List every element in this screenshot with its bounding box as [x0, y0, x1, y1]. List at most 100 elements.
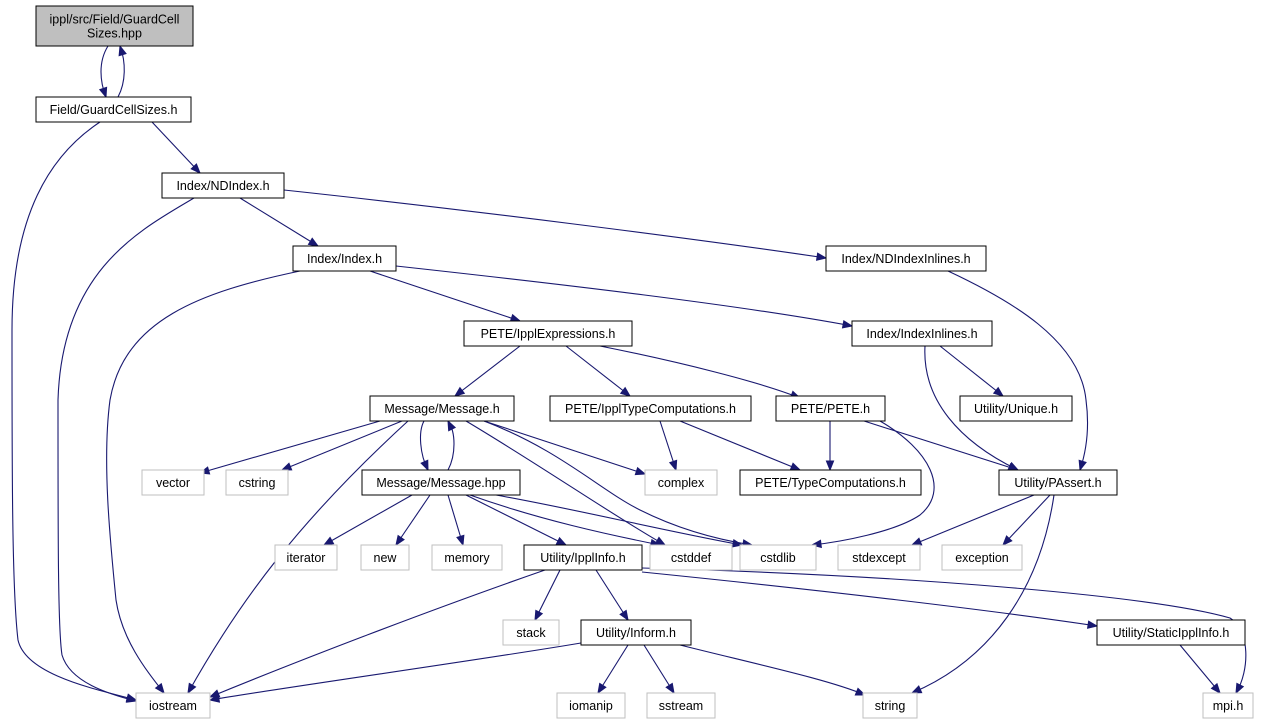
node-cstdlib: cstdlib	[739, 544, 817, 571]
edge-passert-to-exception	[1002, 494, 1051, 546]
node-label: iterator	[287, 551, 326, 565]
node-label: new	[374, 551, 398, 565]
node-label: complex	[658, 476, 705, 490]
node-label: memory	[444, 551, 490, 565]
edge-passert-to-string	[910, 494, 1055, 694]
edge-ipplinfo-to-mpi	[641, 567, 1247, 695]
edge-ndindex-to-iostream	[57, 197, 195, 703]
edge-msg_h-to-complex	[483, 420, 647, 476]
edge-idxinl-to-unique	[939, 345, 1005, 397]
edge-ndindex-to-ndinl	[283, 189, 828, 261]
node-vector: vector	[141, 469, 205, 496]
node-index[interactable]: Index/Index.h	[292, 245, 397, 272]
node-stdexcept: stdexcept	[837, 544, 921, 571]
node-label: cstring	[239, 476, 276, 490]
edge-index-to-iostream	[106, 270, 301, 695]
edge-msg_hpp-to-cstdlib	[495, 494, 744, 548]
node-cstddef: cstddef	[649, 544, 733, 571]
node-exception: exception	[941, 544, 1023, 571]
edge-passert-to-stdexcept	[910, 494, 1035, 546]
node-label: PETE/IpplExpressions.h	[481, 327, 616, 341]
edge-root-to-gcs_h	[98, 45, 109, 99]
edge-gcs_h-to-iostream	[11, 121, 138, 702]
node-pete[interactable]: PETE/PETE.h	[775, 395, 886, 422]
node-label: PETE/IpplTypeComputations.h	[565, 402, 736, 416]
edge-static-to-mpi	[1179, 644, 1221, 695]
node-root: ippl/src/Field/GuardCellSizes.hpp	[35, 5, 194, 47]
edge-msg_hpp-to-memory	[447, 494, 465, 547]
edge-index-to-idxinl	[395, 265, 854, 329]
edge-exprs-to-msg_h	[453, 345, 521, 397]
node-label: stdexcept	[852, 551, 906, 565]
node-inform[interactable]: Utility/Inform.h	[580, 619, 692, 646]
edge-ipplinfo-to-stack	[534, 569, 561, 622]
node-ipplinfo[interactable]: Utility/IpplInfo.h	[523, 544, 643, 571]
edge-ndindex-to-index	[239, 197, 320, 247]
node-label: ippl/src/Field/GuardCell	[50, 13, 180, 27]
node-label: Sizes.hpp	[87, 27, 142, 41]
edge-ndinl-to-passert	[947, 270, 1089, 472]
node-label: Index/NDIndex.h	[176, 179, 269, 193]
edge-ipplinfo-to-inform	[595, 569, 629, 622]
node-gcs_h[interactable]: Field/GuardCellSizes.h	[35, 96, 192, 123]
graph-edges	[11, 44, 1247, 703]
node-label: Message/Message.h	[384, 402, 499, 416]
edge-msg_h-to-cstring	[280, 420, 403, 471]
node-exprs[interactable]: PETE/IpplExpressions.h	[463, 320, 633, 347]
edge-msg_hpp-to-iterator	[322, 494, 413, 546]
node-complex: complex	[644, 469, 718, 496]
node-label: stack	[516, 626, 546, 640]
node-label: Utility/PAssert.h	[1014, 476, 1101, 490]
edge-exprs-to-pete	[599, 345, 802, 399]
node-idxinl[interactable]: Index/IndexInlines.h	[851, 320, 993, 347]
node-label: string	[875, 699, 906, 713]
edge-pete-to-cstdlib	[810, 420, 935, 549]
edge-msg_hpp-to-new	[395, 494, 431, 547]
node-label: cstddef	[671, 551, 712, 565]
node-label: cstdlib	[760, 551, 795, 565]
edge-gcs_h-to-root	[117, 44, 127, 98]
node-label: PETE/PETE.h	[791, 402, 870, 416]
graph-nodes: ippl/src/Field/GuardCellSizes.hppField/G…	[35, 5, 1254, 719]
node-label: exception	[955, 551, 1009, 565]
node-iostream: iostream	[135, 692, 211, 719]
edge-index-to-exprs	[369, 270, 522, 323]
edge-msg_hpp-to-cstddef	[469, 494, 662, 548]
edge-pete-to-passert	[863, 420, 1020, 472]
node-msg_hpp[interactable]: Message/Message.hpp	[361, 469, 521, 496]
node-iterator: iterator	[274, 544, 338, 571]
node-label: Index/NDIndexInlines.h	[841, 252, 970, 266]
node-new: new	[360, 544, 410, 571]
node-ndinl[interactable]: Index/NDIndexInlines.h	[825, 245, 987, 272]
node-label: Utility/StaticIpplInfo.h	[1113, 626, 1230, 640]
node-passert[interactable]: Utility/PAssert.h	[998, 469, 1118, 496]
node-mpi: mpi.h	[1202, 692, 1254, 719]
node-msg_h[interactable]: Message/Message.h	[369, 395, 515, 422]
edge-ipplty-to-typec	[679, 420, 802, 471]
node-label: Index/IndexInlines.h	[866, 327, 977, 341]
node-label: Utility/IpplInfo.h	[540, 551, 626, 565]
edge-inform-to-iomanip	[597, 644, 629, 695]
node-ipplty[interactable]: PETE/IpplTypeComputations.h	[549, 395, 752, 422]
edge-pete-to-typec	[825, 421, 835, 472]
node-typec[interactable]: PETE/TypeComputations.h	[739, 469, 922, 496]
node-label: Message/Message.hpp	[376, 476, 505, 490]
node-ndindex[interactable]: Index/NDIndex.h	[161, 172, 285, 199]
node-iomanip: iomanip	[556, 692, 626, 719]
node-label: PETE/TypeComputations.h	[755, 476, 906, 490]
edge-ipplinfo-to-static	[641, 571, 1099, 629]
node-label: sstream	[659, 699, 703, 713]
edge-msg_hpp-to-msg_h	[447, 419, 457, 471]
node-label: iomanip	[569, 699, 613, 713]
node-string: string	[862, 692, 918, 719]
edge-inform-to-sstream	[643, 644, 675, 695]
edge-ipplinfo-to-iostream	[208, 569, 546, 698]
node-sstream: sstream	[646, 692, 716, 719]
node-static[interactable]: Utility/StaticIpplInfo.h	[1096, 619, 1246, 646]
node-memory: memory	[431, 544, 503, 571]
node-unique[interactable]: Utility/Unique.h	[959, 395, 1073, 422]
edge-gcs_h-to-ndindex	[151, 121, 201, 174]
node-cstring: cstring	[225, 469, 289, 496]
edge-ipplty-to-complex	[659, 420, 678, 472]
